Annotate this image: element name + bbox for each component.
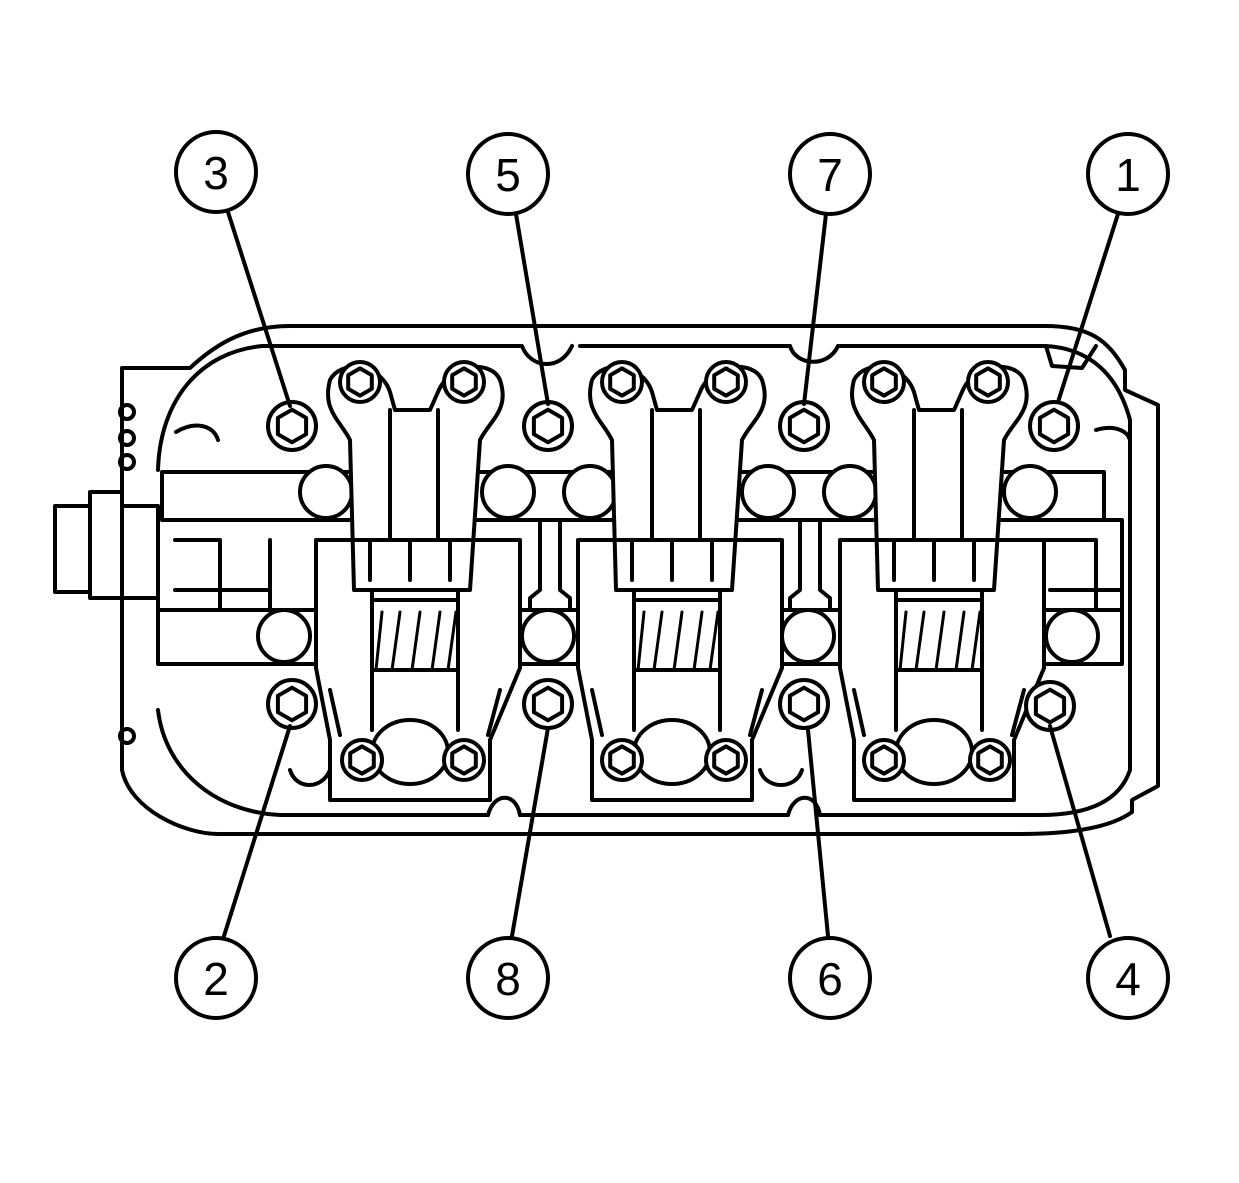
head-bolt [266,678,318,730]
cylinder-head-outline [118,324,1160,836]
rocker-adjuster-nut [862,360,906,404]
head-bolt [522,678,574,730]
rocker-arm-assembly-1 [314,364,522,802]
callout-label: 2 [203,953,229,1005]
leader-3 [226,210,292,408]
callout-8: 8 [466,936,550,1020]
rocker-adjuster-nut [338,360,382,404]
rocker-adjuster-nut [862,738,906,782]
leader-2 [222,724,292,938]
callout-1: 1 [1086,132,1170,216]
callout-label: 6 [817,953,843,1005]
rocker-arm-assembly-2 [576,364,784,802]
callout-5: 5 [466,132,550,216]
shaft-end-brackets [156,518,1124,612]
callout-label: 3 [203,147,229,199]
leader-8 [510,726,550,938]
head-bolt [778,678,830,730]
rocker-adjuster-nut [600,360,644,404]
camshaft-end-housing [53,490,160,600]
head-bolt [1028,400,1080,452]
rocker-adjuster-nut [600,738,644,782]
callout-2: 2 [174,936,258,1020]
callout-leaders [222,210,1120,938]
rocker-adjuster-nut [966,360,1010,404]
leader-6 [806,728,830,938]
callout-label: 7 [817,149,843,201]
callout-6: 6 [788,936,872,1020]
callout-label: 5 [495,149,521,201]
bearing-cap-dividers [528,518,832,612]
rocker-adjuster-nut [340,738,384,782]
rocker-adjuster-nut [442,738,486,782]
leader-7 [802,212,828,406]
callout-3: 3 [174,130,258,214]
callout-4: 4 [1086,936,1170,1020]
rocker-adjuster-nut [442,360,486,404]
leader-4 [1048,724,1112,938]
rocker-adjuster-nut [968,738,1012,782]
head-bolts [266,400,1080,732]
rocker-adjuster-nut [704,360,748,404]
callout-label: 1 [1115,149,1141,201]
head-bolt [522,400,574,452]
head-bolt [1024,680,1076,732]
rocker-arm-assembly-3 [838,364,1046,802]
callouts: 3 5 7 1 2 8 6 4 [174,130,1170,1020]
head-bolt [266,400,318,452]
callout-label: 4 [1115,953,1141,1005]
adjuster-nuts [338,360,1012,782]
rocker-adjuster-nut [704,738,748,782]
callout-label: 8 [495,953,521,1005]
head-bolt [778,400,830,452]
callout-7: 7 [788,132,872,216]
leader-1 [1056,212,1120,404]
leader-5 [514,212,550,406]
